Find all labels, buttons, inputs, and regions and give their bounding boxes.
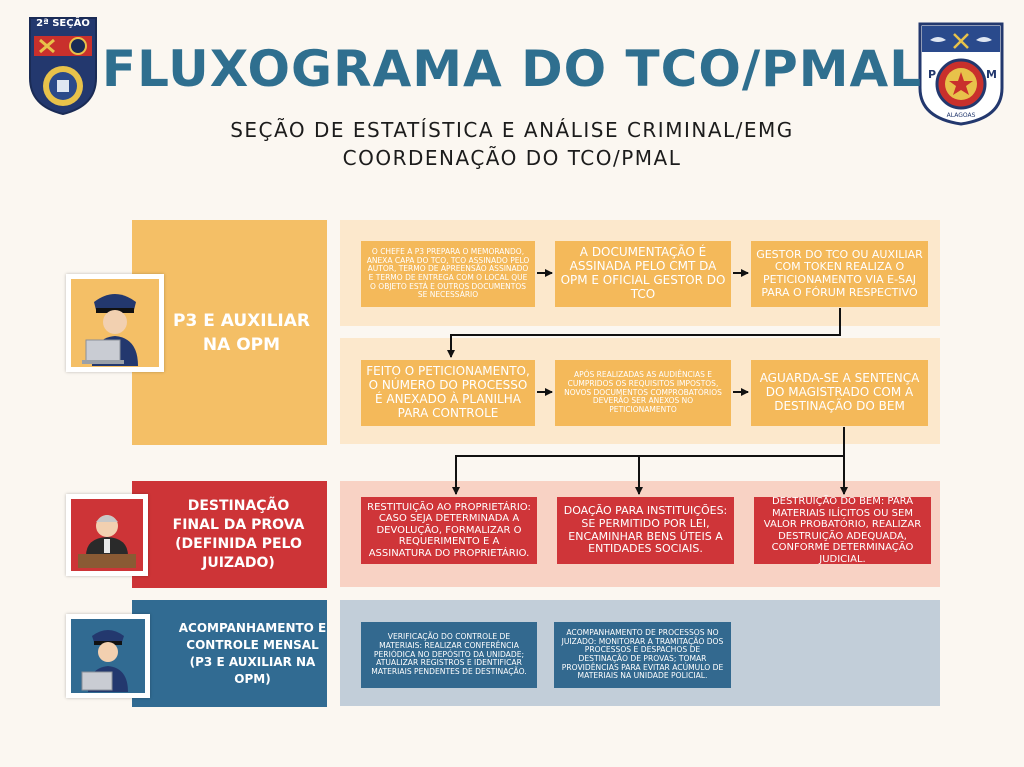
lane-p3-label-line1: P3 E AUXILIAR	[172, 310, 310, 331]
lane-acompanhamento-label-line3: (P3 E AUXILIAR NA OPM)	[189, 654, 316, 686]
right-pmal-badge: P M ALAGOAS	[918, 22, 1004, 126]
lane-destinacao-label: DESTINAÇÃO FINAL DA PROVA (DEFINIDA PELO…	[132, 481, 327, 588]
page-title: FLUXOGRAMA DO TCO/PMAL	[101, 40, 923, 98]
step-memorando-card: O CHEFE A P3 PREPARA O MEMORANDO, ANEXA …	[361, 241, 535, 307]
lane-destinacao-label-line4: JUIZADO)	[202, 554, 275, 571]
arrow-sentenca-branch	[456, 427, 845, 457]
acompanhamento-processos-card: ACOMPANHAMENTO DE PROCESSOS NO JUIZADO: …	[554, 622, 731, 688]
lane-acompanhamento-label: ACOMPANHAMENTO E CONTROLE MENSAL (P3 E A…	[132, 600, 327, 707]
officer-laptop-avatar	[66, 274, 164, 372]
officer-monthly-avatar	[66, 614, 150, 698]
step-planilha-card: FEITO O PETICIONAMENTO, O NÚMERO DO PROC…	[361, 360, 535, 426]
left-badge-text: 2ª SEÇÃO	[36, 18, 90, 29]
left-section-badge: 2ª SEÇÃO	[28, 16, 98, 116]
step-audiencias-card: APÓS REALIZADAS AS AUDIÊNCIAS E CUMPRIDO…	[555, 360, 731, 426]
destinacao-doacao-card: DOAÇÃO PARA INSTITUIÇÕES: SE PERMITIDO P…	[557, 497, 734, 564]
lane-acompanhamento-label-line2: CONTROLE MENSAL	[186, 637, 319, 652]
pmal-shield-icon	[918, 22, 1004, 126]
right-badge-letter-p: P	[928, 68, 937, 81]
step-sentenca-card: AGUARDA-SE A SENTENÇA DO MAGISTRADO COM …	[751, 360, 928, 426]
lane-p3-label: P3 E AUXILIAR NA OPM	[132, 220, 327, 445]
lane-p3-label-line2: NA OPM	[202, 334, 281, 355]
controle-materiais-card: VERIFICAÇÃO DO CONTROLE DE MATERIAIS: RE…	[361, 622, 537, 688]
step-peticionamento-card: GESTOR DO TCO OU AUXILIAR COM TOKEN REAL…	[751, 241, 928, 307]
step-assinatura-card: A DOCUMENTAÇÃO É ASSINADA PELO CMT DA OP…	[555, 241, 731, 307]
right-badge-letter-m: M	[986, 68, 997, 81]
lane-destinacao-label-line2: FINAL DA PROVA	[172, 516, 305, 533]
lane-destinacao-label-line1: DESTINAÇÃO	[187, 497, 290, 514]
lane-destinacao-label-line3: (DEFINIDA PELO	[175, 535, 302, 552]
subtitle-line-2: COORDENAÇÃO DO TCO/PMAL	[342, 146, 682, 170]
judge-icon	[71, 499, 143, 571]
subtitle-line-1: SEÇÃO DE ESTATÍSTICA E ANÁLISE CRIMINAL/…	[230, 118, 794, 142]
police-officer-laptop-icon	[71, 279, 159, 367]
judge-avatar	[66, 494, 148, 576]
lane-acompanhamento-label-line1: ACOMPANHAMENTO E	[178, 620, 327, 635]
police-officer-monitoring-icon	[71, 619, 145, 693]
shield-emblem-icon	[29, 17, 97, 116]
destinacao-destruicao-card: DESTRUIÇÃO DO BEM: PARA MATERIAIS ILÍCIT…	[754, 496, 931, 565]
destinacao-restituicao-card: RESTITUIÇÃO AO PROPRIETÁRIO: CASO SEJA D…	[361, 497, 537, 564]
arrow-peticionamento-to-planilha	[447, 308, 841, 358]
right-badge-text: ALAGOAS	[946, 112, 976, 119]
